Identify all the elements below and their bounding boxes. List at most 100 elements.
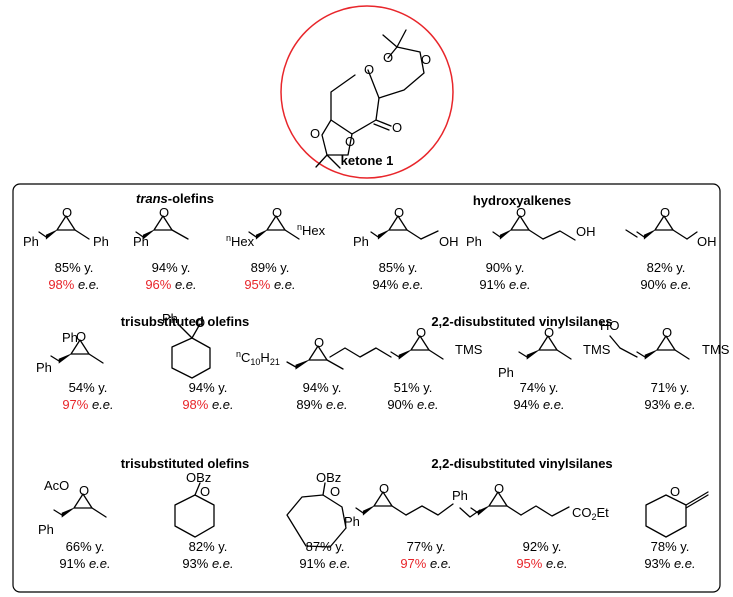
ee-percent: 91% <box>59 556 89 571</box>
oxygen-atom: O <box>670 484 680 499</box>
ee-percent: 95% <box>516 556 546 571</box>
oxygen-atom: O <box>494 481 504 496</box>
oxygen-atom: O <box>62 205 72 220</box>
epoxide-6: OOH <box>625 205 717 249</box>
ee-value: 96% e.e. <box>145 277 196 292</box>
substituent-label: AcO <box>44 478 69 493</box>
ee-value: 91% e.e. <box>479 277 530 292</box>
oxygen-atom: O <box>660 205 670 220</box>
ee-percent: 94% <box>513 397 543 412</box>
ee-percent: 94% <box>372 277 402 292</box>
ee-percent: 91% <box>479 277 509 292</box>
oxygen-atom: O <box>330 484 340 499</box>
substituent-label: Ph <box>133 234 149 249</box>
yield-value: 92% y. <box>523 539 562 554</box>
ee-unit: e.e. <box>417 397 439 412</box>
substituent-label: TMS <box>455 342 483 357</box>
substituent-label: TMS <box>702 342 730 357</box>
epoxide-1: O Ph Ph <box>23 205 109 249</box>
ee-unit: e.e. <box>674 397 696 412</box>
section-title-hydroxyalkenes: hydroxyalkenes <box>473 193 571 208</box>
ee-unit: e.e. <box>543 397 565 412</box>
ee-unit: e.e. <box>402 277 424 292</box>
epoxide-10: O TMS <box>329 325 483 360</box>
highlight-circle <box>280 5 454 179</box>
yield-value: 77% y. <box>407 539 446 554</box>
section-title-trisubstituted-2: trisubstituted olefins <box>121 456 250 471</box>
oxygen-atom: O <box>394 205 404 220</box>
oxygen-atom: O <box>416 325 426 340</box>
yield-value: 71% y. <box>651 380 690 395</box>
yield-value: 51% y. <box>394 380 433 395</box>
substituent-label: Ph <box>23 234 39 249</box>
substituent-label: Ph <box>344 514 360 529</box>
oxygen-atom: O <box>314 335 324 350</box>
ee-unit: e.e. <box>430 556 452 571</box>
scope-frame <box>12 183 721 593</box>
substituent-label: OBz <box>186 470 211 485</box>
ee-value: 93% e.e. <box>644 556 695 571</box>
ee-percent: 95% <box>244 277 274 292</box>
ee-unit: e.e. <box>89 556 111 571</box>
ee-unit: e.e. <box>509 277 531 292</box>
yield-value: 94% y. <box>152 260 191 275</box>
oxygen-atom: O <box>272 205 282 220</box>
yield-value: 85% y. <box>55 260 94 275</box>
ee-value: 97% e.e. <box>400 556 451 571</box>
ee-value: 97% e.e. <box>62 397 113 412</box>
ee-percent: 89% <box>296 397 326 412</box>
epoxide-2: O Ph <box>133 205 189 249</box>
substituent-label: OH <box>576 224 596 239</box>
substituent-label: HO <box>600 318 620 333</box>
substituent-label: Ph <box>162 311 178 326</box>
substituent-label: Ph <box>93 234 109 249</box>
ee-percent: 93% <box>644 556 674 571</box>
substituent-label: Ph <box>62 330 78 345</box>
ketone-carbonyl-oxygen: O <box>392 120 402 135</box>
ee-value: 95% e.e. <box>516 556 567 571</box>
yield-value: 85% y. <box>379 260 418 275</box>
ee-value: 93% e.e. <box>182 556 233 571</box>
ketone-oxygen-1: O <box>364 62 374 77</box>
ee-value: 89% e.e. <box>296 397 347 412</box>
ee-percent: 98% <box>182 397 212 412</box>
substituent-label: Ph <box>36 360 52 375</box>
section-title-vinylsilanes-2: 2,2-disubstituted vinylsilanes <box>431 456 612 471</box>
yield-value: 74% y. <box>520 380 559 395</box>
ee-unit: e.e. <box>212 397 234 412</box>
oxygen-atom: O <box>379 481 389 496</box>
ee-unit: e.e. <box>212 556 234 571</box>
yield-value: 94% y. <box>303 380 342 395</box>
ee-percent: 97% <box>400 556 430 571</box>
yield-value: 94% y. <box>189 380 228 395</box>
yield-value: 87% y. <box>306 539 345 554</box>
yield-value: 66% y. <box>66 539 105 554</box>
ee-unit: e.e. <box>674 556 696 571</box>
ee-value: 95% e.e. <box>244 277 295 292</box>
ee-unit: e.e. <box>274 277 296 292</box>
results-labels: 85% y.98% e.e.94% y.96% e.e.89% y.95% e.… <box>48 260 695 571</box>
ee-unit: e.e. <box>546 556 568 571</box>
ee-percent: 90% <box>640 277 670 292</box>
section-title-trisubstituted-1: trisubstituted olefins <box>121 314 250 329</box>
substituent-label: Ph <box>38 522 54 537</box>
section-title-vinylsilanes-1: 2,2-disubstituted vinylsilanes <box>431 314 612 329</box>
ketone-structure: O O O O O O ketone 1 <box>280 5 454 179</box>
substituent-label: Ph <box>498 365 514 380</box>
ee-value: 90% e.e. <box>640 277 691 292</box>
oxygen-atom: O <box>159 205 169 220</box>
ee-unit: e.e. <box>78 277 100 292</box>
ee-value: 91% e.e. <box>59 556 110 571</box>
substituent-label: OBz <box>316 470 341 485</box>
substituent-label: TMS <box>583 342 611 357</box>
